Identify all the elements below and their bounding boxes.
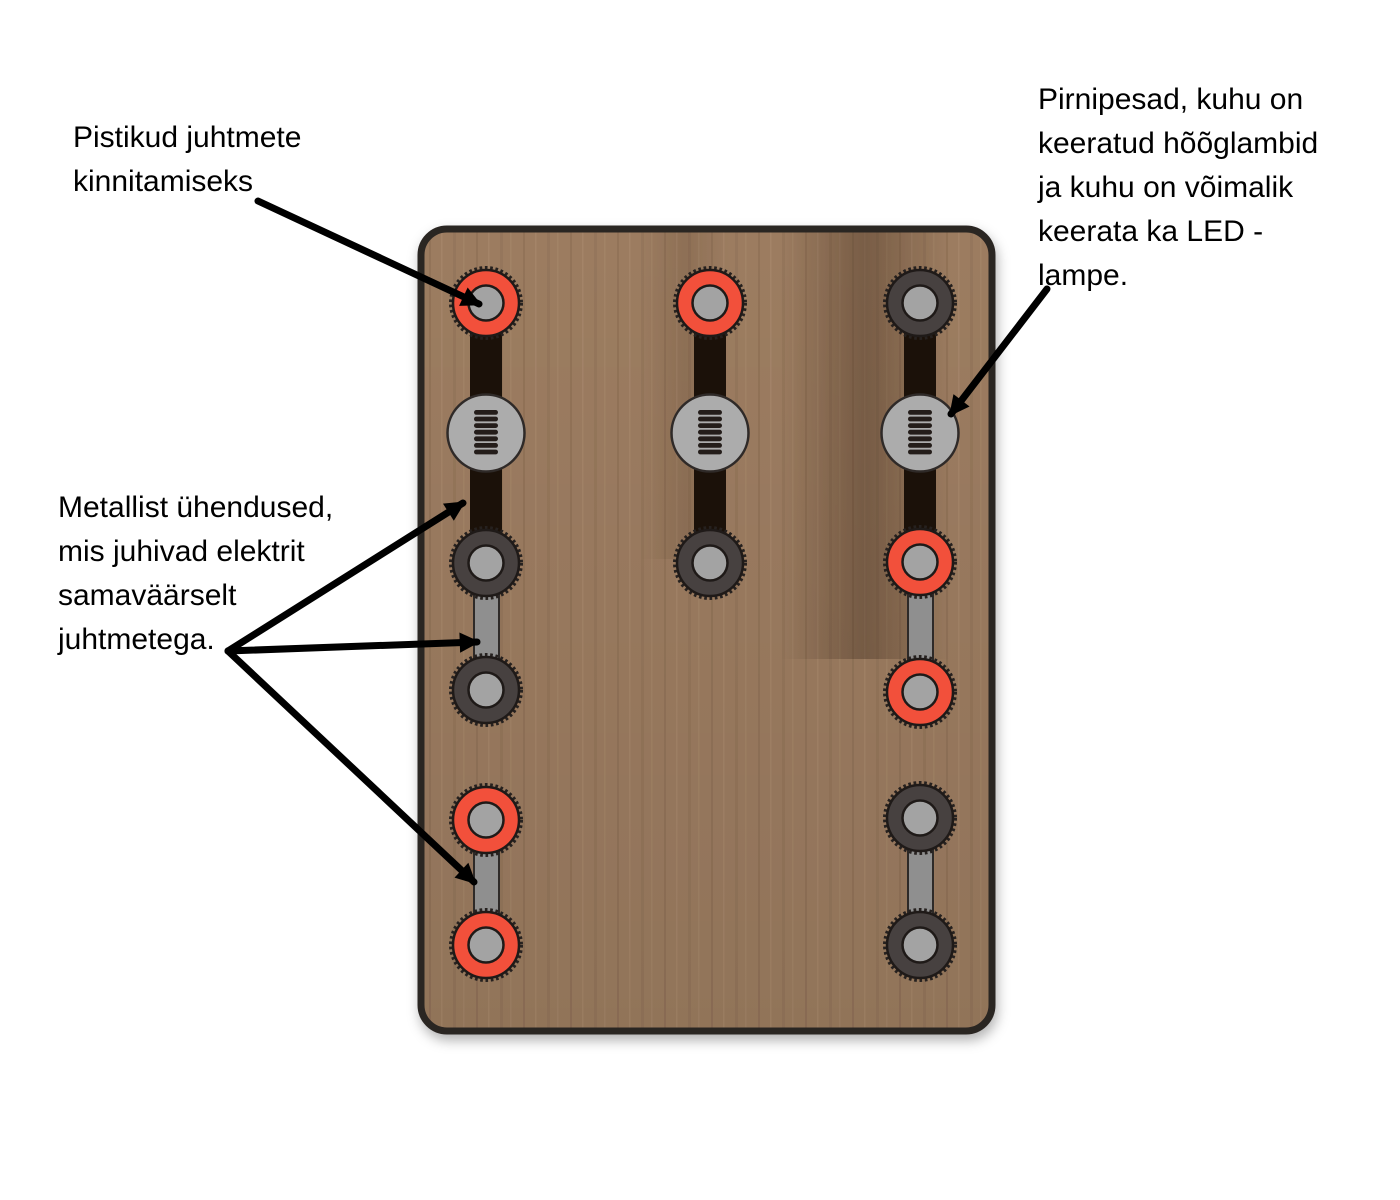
- bulb-socket: [880, 393, 960, 473]
- label-plugs-for-wires: Pistikud juhtmete kinnitamiseks: [73, 121, 302, 198]
- arrow-label-to-bulb-socket: [947, 285, 1051, 418]
- arrow-plugs-to-terminal: [254, 197, 483, 308]
- binding-post-dark: [883, 781, 957, 855]
- label-metal-connections: Metallist ühendused, mis juhivad elektri…: [58, 491, 334, 656]
- filament-coil-icon: [908, 410, 932, 455]
- arrow-label-to-gray-strap-lower: [224, 647, 478, 886]
- binding-post-red: [449, 266, 523, 340]
- wood-grain: [421, 229, 992, 1031]
- binding-post-dark: [883, 266, 957, 340]
- bulb-socket: [446, 393, 526, 473]
- binding-post-dark: [449, 526, 523, 600]
- binding-post-red: [883, 525, 957, 599]
- column-right: [880, 266, 960, 982]
- board-border: [417, 225, 996, 1035]
- label-bulb-sockets: Pirnipesad, kuhu on keeratud hõõglambid …: [1038, 83, 1319, 292]
- bulb-socket: [670, 393, 750, 473]
- filament-coil-icon: [698, 410, 722, 455]
- binding-post-dark: [449, 653, 523, 727]
- binding-post-dark: [673, 526, 747, 600]
- column-middle: [670, 266, 750, 600]
- annotation-arrows: [224, 197, 1051, 886]
- binding-post-red: [449, 783, 523, 857]
- binding-post-red: [883, 655, 957, 729]
- column-left: [446, 266, 526, 982]
- arrow-label-to-gray-strap-upper: [224, 632, 481, 655]
- binding-post-red: [673, 266, 747, 340]
- binding-post-red: [449, 908, 523, 982]
- arrow-label-to-dark-strap: [224, 499, 467, 655]
- filament-coil-icon: [474, 410, 498, 455]
- binding-post-dark: [883, 908, 957, 982]
- wooden-board: [417, 225, 996, 1035]
